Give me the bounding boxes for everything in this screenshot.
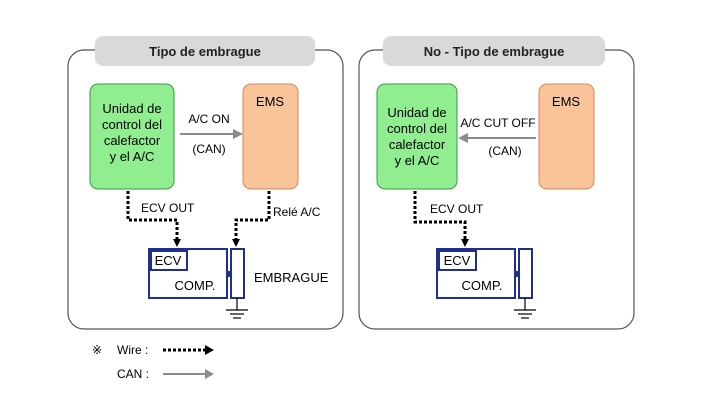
controller-line-2: control del [102,117,162,132]
ecv-out-label: ECV OUT [430,202,484,216]
panel-title: Tipo de embrague [149,44,261,59]
ecv-box [438,250,477,271]
controller-line-1: Unidad de [102,101,161,116]
comp-label: COMP. [175,278,216,293]
ems-box [538,83,595,190]
controller-line-4: y el A/C [110,149,155,164]
controller-line-1: Unidad de [387,105,446,120]
ground-symbol [226,298,248,319]
clutch-plate [230,248,245,299]
relay-wire [232,191,271,247]
ground-symbol [514,298,536,319]
ecv-out-wire [413,191,469,247]
controller-line-4: y el A/C [395,153,440,168]
ecv-box [150,250,188,271]
legend-wire-arrowhead [205,345,214,355]
controller-line-2: control del [387,121,447,136]
can-signal-label: A/C CUT OFF [460,116,535,130]
panel-title-tab [383,36,605,66]
compressor-shaft [514,271,519,277]
controller-line-3: calefactor [104,133,161,148]
controller-line-3: calefactor [389,137,446,152]
ecv-label: ECV [444,253,471,268]
ems-label: EMS [552,94,581,109]
ecv-label: ECV [155,253,182,268]
ecv-out-label: ECV OUT [141,201,195,215]
legend-can-arrowhead [205,369,214,379]
clutch-label: EMBRAGUE [254,270,329,285]
panel-non-clutch-type: No - Tipo de embrague Unidad de control … [358,36,635,330]
ems-box [242,83,299,190]
relay-label: Relé A/C [273,205,321,219]
panel-clutch-type: Tipo de embrague Unidad de control del c… [67,36,344,330]
clutch-plate [518,248,533,299]
ems-label: EMS [256,94,285,109]
compressor-shaft [226,271,231,277]
legend-note-symbol: ※ [92,343,102,357]
ecv-out-wire [126,191,181,247]
ac-controller-box [89,83,175,190]
comp-label: COMP. [462,278,503,293]
can-signal-label: A/C ON [188,112,229,126]
can-sub-label: (CAN) [192,142,225,156]
legend-wire-label: Wire : [117,343,148,357]
ac-controller-box [376,83,458,190]
panel-title-tab [95,36,315,66]
legend: ※ Wire : CAN : [92,343,214,381]
legend-can-label: CAN : [117,367,149,381]
can-sub-label: (CAN) [488,144,521,158]
panel-title: No - Tipo de embrague [424,44,565,59]
